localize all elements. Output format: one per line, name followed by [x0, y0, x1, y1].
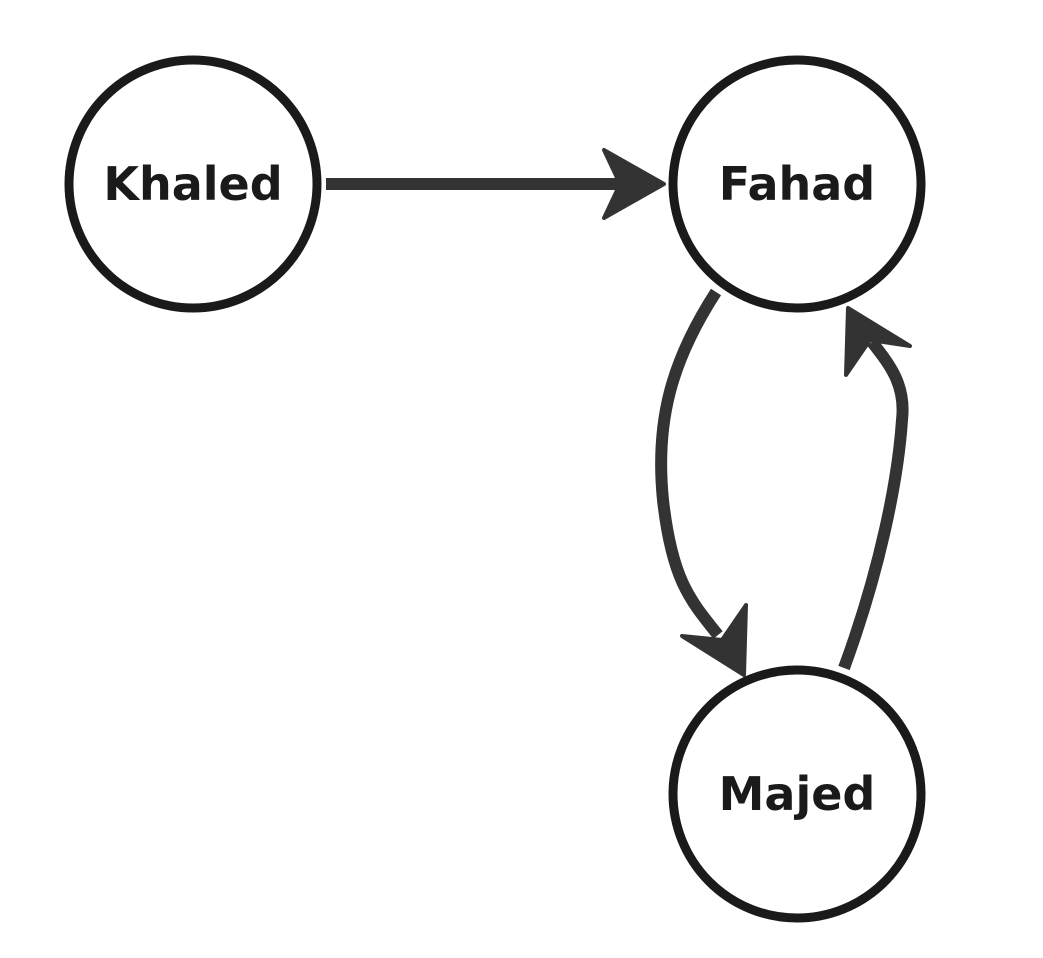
node-majed[interactable]: Majed	[668, 665, 926, 923]
edge-khaled-to-fahad	[326, 148, 666, 220]
edge-majed-fahad-line	[838, 338, 909, 671]
node-khaled[interactable]: Khaled	[64, 55, 322, 313]
node-majed-label: Majed	[719, 767, 876, 821]
edge-fahad-majed-arrowhead	[680, 603, 748, 677]
edge-fahad-majed-line	[655, 288, 723, 639]
node-fahad[interactable]: Fahad	[668, 55, 926, 313]
edge-majed-fahad-arrowhead	[844, 306, 912, 377]
node-fahad-label: Fahad	[719, 157, 876, 211]
edge-khaled-fahad-arrowhead	[602, 148, 666, 220]
node-majed-circle	[668, 665, 926, 923]
node-khaled-circle	[64, 55, 322, 313]
node-khaled-label: Khaled	[103, 157, 282, 211]
edge-majed-to-fahad	[838, 306, 912, 671]
node-fahad-circle	[668, 55, 926, 313]
edge-fahad-to-majed	[655, 288, 748, 677]
